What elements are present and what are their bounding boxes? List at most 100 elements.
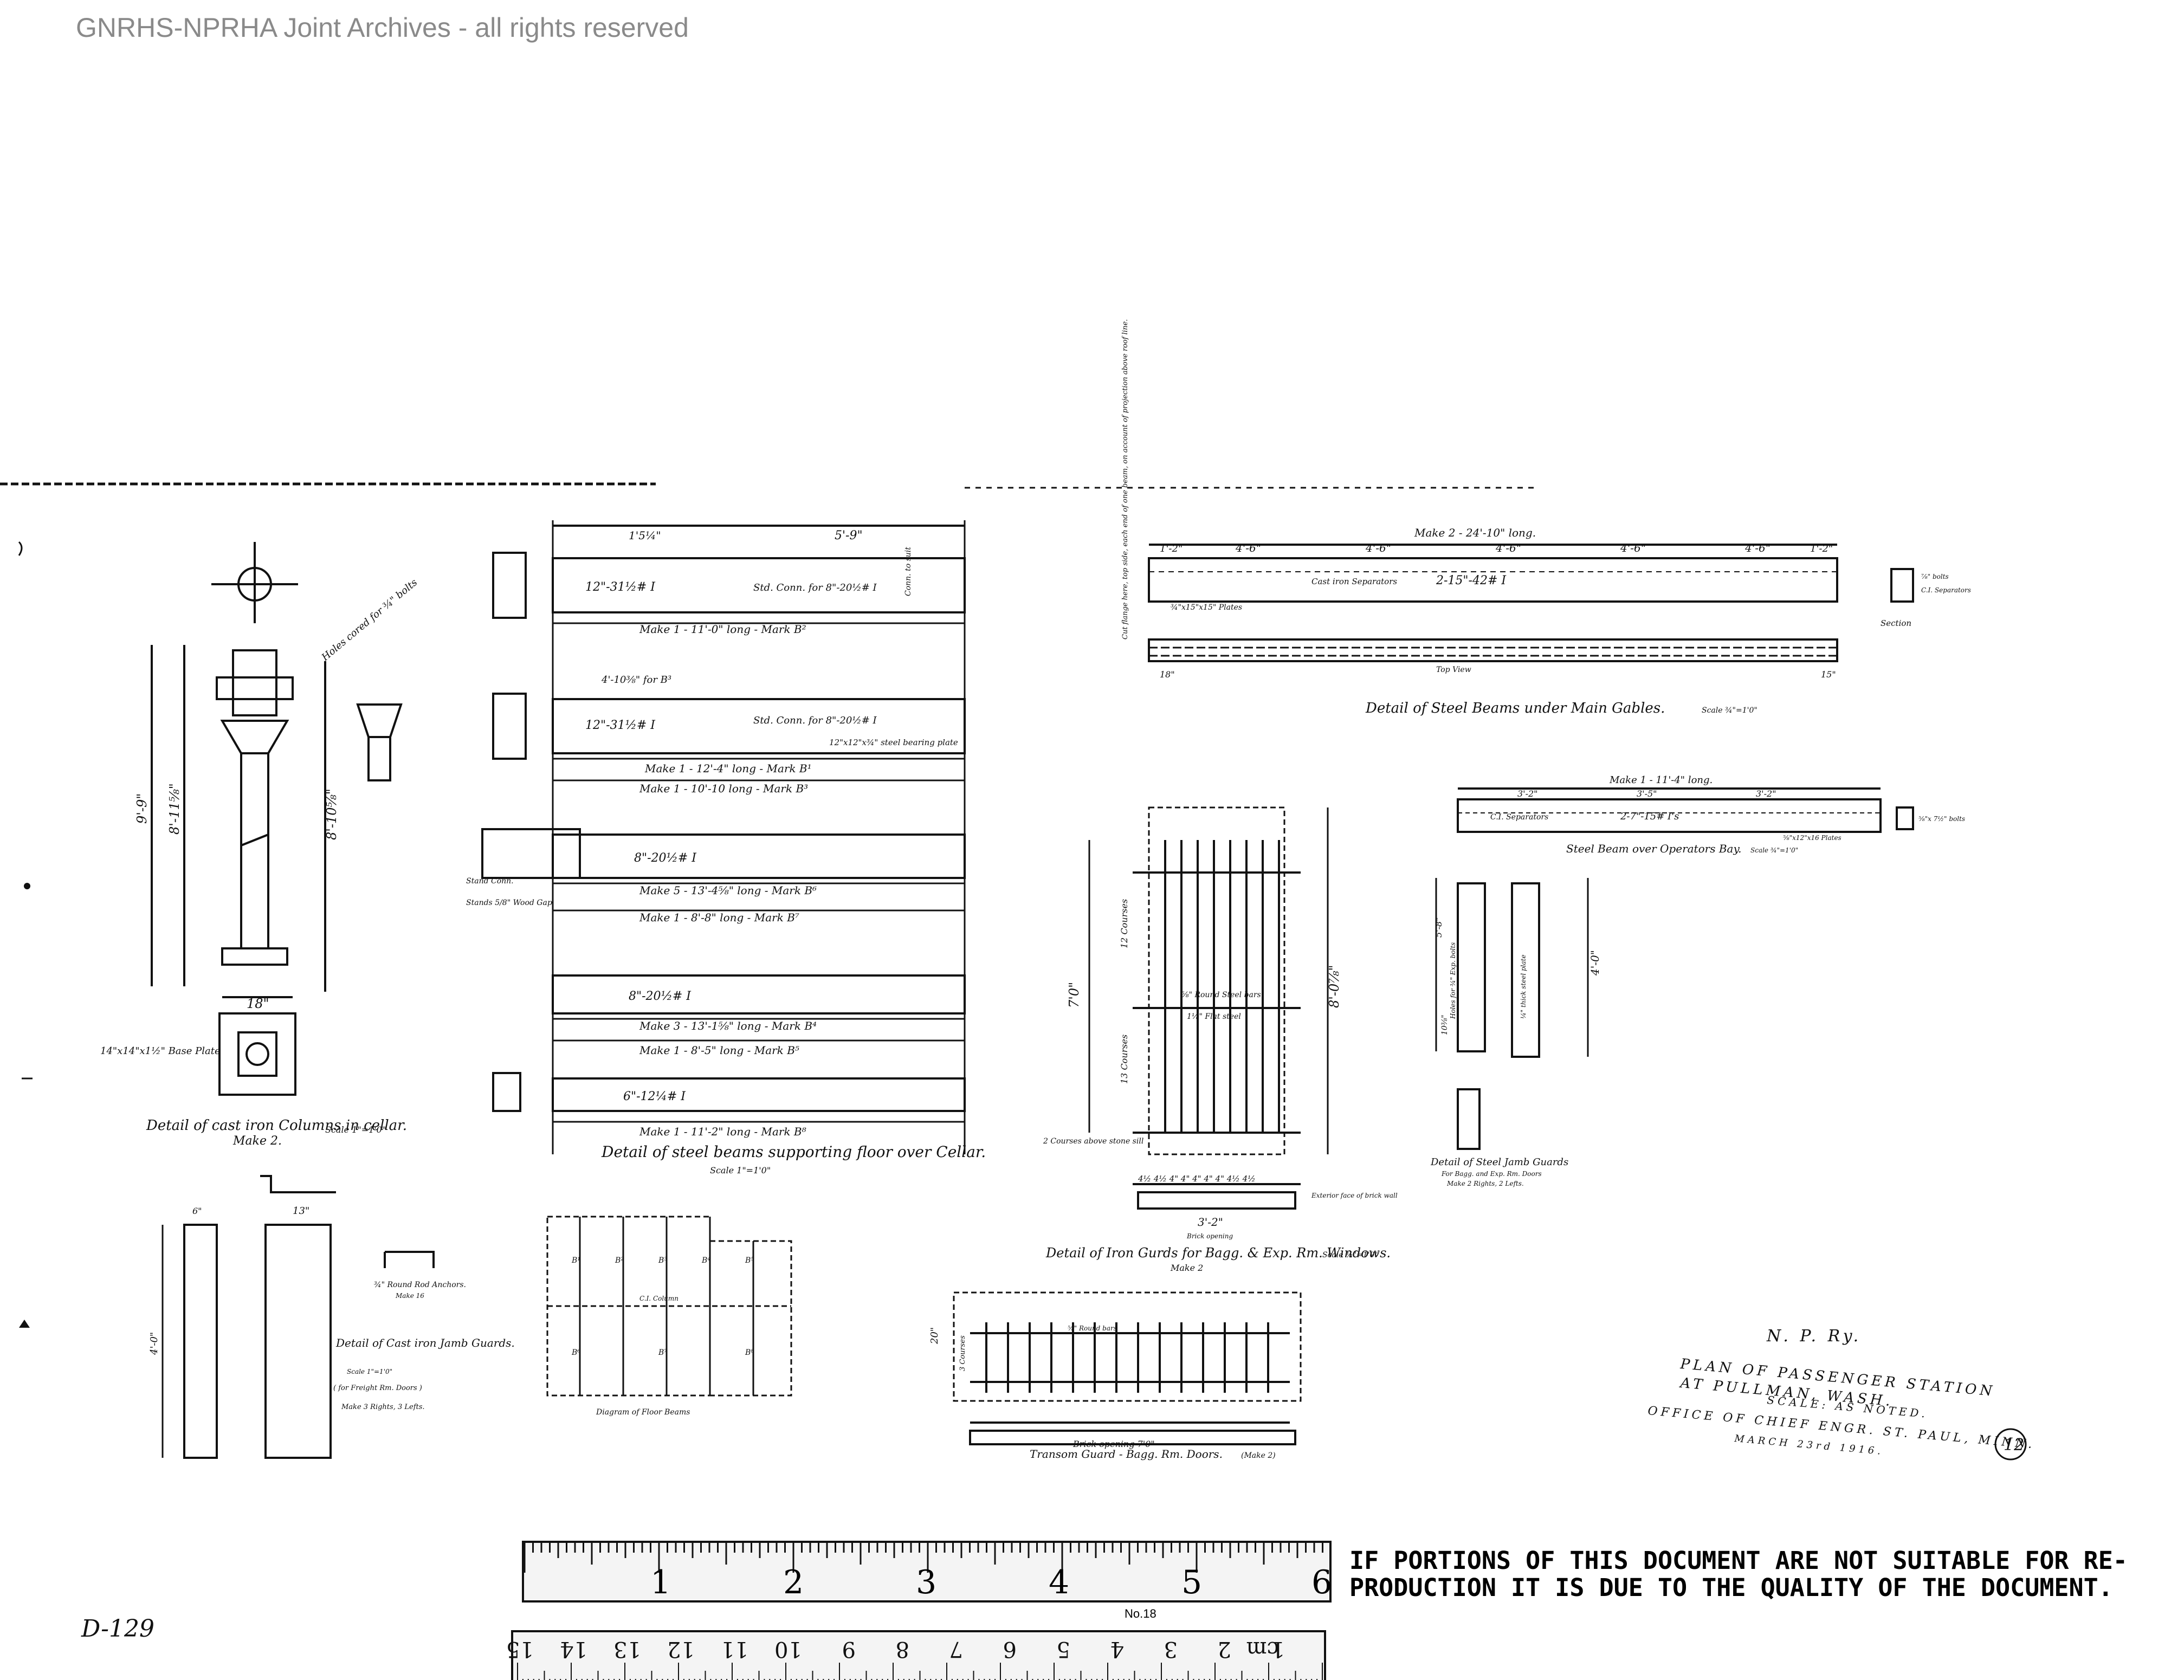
cast-jamb-scale: Scale 1"=1'0" xyxy=(347,1368,392,1375)
cast-jamb-anchors-make: Make 16 xyxy=(395,1292,424,1300)
cast-jamb-guards-drawing xyxy=(161,1175,435,1459)
cast-jamb-dim-2: 13" xyxy=(293,1205,309,1217)
cast-jamb-sub: ( for Freight Rm. Doors ) xyxy=(333,1384,422,1392)
operators-bay-section: 2-7"-15# I's xyxy=(1620,811,1679,822)
iron-guards-height-2: 8'-0⅞" xyxy=(1327,965,1342,1008)
iron-guards-courses-2: 13 Courses xyxy=(1119,1035,1129,1084)
cast-jamb-dim-3: 4'-0" xyxy=(148,1332,160,1355)
iron-guards-height-1: 7'0" xyxy=(1067,982,1082,1008)
main-gables-drawing xyxy=(1148,544,1914,662)
steel-jamb-dim-1: 4'-0" xyxy=(1588,950,1601,976)
beam2-make1: Make 1 - 12'-4" long - Mark B¹ xyxy=(644,762,812,775)
operators-bay-separators: C.I. Separators xyxy=(1490,813,1548,822)
main-gables-top-view: Top View xyxy=(1436,665,1471,674)
beam2-dims: 4'-10⅜" for B³ xyxy=(601,674,671,686)
iron-guards-spacing: 4½ 4½ 4" 4" 4" 4" 4" 4½ 4½ xyxy=(1138,1174,1256,1184)
cm-label: 6 xyxy=(1003,1637,1017,1662)
columns-holes-note: Holes cored for ¾" bolts xyxy=(319,577,419,663)
main-gables-scale: Scale ¾"=1'0" xyxy=(1702,706,1757,715)
iron-guards-courses-1: 12 Courses xyxy=(1119,899,1129,948)
beam2-conn: Std. Conn. for 8"-20½# I xyxy=(753,715,877,726)
notice-line-2: PRODUCTION IT IS DUE TO THE QUALITY OF T… xyxy=(1349,1573,2113,1602)
floor-diagram-mark-3: B³ xyxy=(658,1256,667,1265)
main-gables-end-2: 15" xyxy=(1821,669,1836,680)
operators-bay-spacing-2: 3'-5" xyxy=(1637,789,1657,799)
main-gables-ci-sep: C.I. Separators xyxy=(1921,586,1971,594)
cm-label: 13 xyxy=(613,1637,641,1662)
floor-diagram-mark-6: B⁶ xyxy=(571,1348,580,1357)
columns-height-2: 8'-11⅝" xyxy=(167,783,182,835)
transom-title: Transom Guard - Bagg. Rm. Doors. xyxy=(1030,1448,1223,1461)
columns-scale: Scale 1"=1'0" xyxy=(325,1125,386,1135)
iron-guards-angle: 1⅛" Flat steel xyxy=(1187,1012,1241,1021)
beam5-make: Make 1 - 11'-2" long - Mark B⁸ xyxy=(639,1125,806,1138)
iron-guards-make: Make 2 xyxy=(1170,1263,1203,1273)
sheet-id: D-129 xyxy=(81,1615,154,1643)
beam1-make: Make 1 - 11'-0" long - Mark B² xyxy=(639,623,806,636)
beam4-make1: Make 3 - 13'-1⅝" long - Mark B⁴ xyxy=(639,1019,817,1032)
beam4-make2: Make 1 - 8'-5" long - Mark B⁵ xyxy=(639,1044,799,1057)
notice-line-1: IF PORTIONS OF THIS DOCUMENT ARE NOT SUI… xyxy=(1349,1546,2128,1575)
inch-label-1: 1 xyxy=(650,1563,671,1601)
cm-label: 4 xyxy=(1110,1637,1124,1662)
columns-title: Detail of cast iron Columns in cellar. xyxy=(146,1117,407,1134)
cm-label: 10 xyxy=(774,1637,802,1662)
reproduction-notice: IF PORTIONS OF THIS DOCUMENT ARE NOT SUI… xyxy=(1349,1547,2128,1601)
floor-beams-title: Detail of steel beams supporting floor o… xyxy=(601,1143,986,1161)
main-gables-side-note: Cut flange here, top side, each end of o… xyxy=(1121,319,1129,639)
beam2-make2: Make 1 - 10'-10 long - Mark B³ xyxy=(639,782,808,795)
beam1-section: 12"-31½# I xyxy=(585,580,656,594)
cm-label: 12 xyxy=(667,1637,695,1662)
beam3-note-1: Stand Conn. xyxy=(466,877,514,886)
ruler-maker: No.18 xyxy=(1125,1607,1156,1620)
operators-bay-make: Make 1 - 11'-4" long. xyxy=(1609,774,1713,786)
operators-bay-spacing-3: 3'-2" xyxy=(1756,789,1776,799)
steel-jamb-sub2: Make 2 Rights, 2 Lefts. xyxy=(1446,1180,1524,1187)
cm-label: 8 xyxy=(896,1637,909,1662)
cast-jamb-title: Detail of Cast iron Jamb Guards. xyxy=(335,1336,515,1349)
steel-jamb-sub1: For Bagg. and Exp. Rm. Doors xyxy=(1441,1170,1542,1178)
floor-diagram-title: Diagram of Floor Beams xyxy=(596,1408,690,1417)
columns-height-3: 8'-10⅝" xyxy=(324,789,339,840)
floor-diagram-mark-4: B⁴ xyxy=(701,1256,710,1265)
sheet-number-circle xyxy=(1994,1428,2027,1461)
steel-jamb-note: Holes for ¾" Exp. bolts xyxy=(1449,942,1457,1019)
title-railway: N. P. Ry. xyxy=(1766,1327,1862,1346)
cm-label: 15 xyxy=(506,1637,534,1662)
iron-guards-scale: Scale ¾"=1'0" xyxy=(1322,1251,1378,1259)
floor-diagram-mark-1: B¹ xyxy=(571,1256,580,1265)
columns-base-plate: 14"x14"x1½" Base Plate xyxy=(100,1045,221,1057)
beam3-note-2: Stands 5/8" Wood Gap xyxy=(466,899,552,907)
floor-beams-top-dim-1: 1'5¼" xyxy=(629,529,661,542)
main-gables-section-note: Section xyxy=(1881,618,1911,628)
cm-label: 14 xyxy=(560,1637,587,1662)
operators-bay-scale: Scale ¾"=1'0" xyxy=(1750,847,1798,854)
beam1-note: Conn. to suit xyxy=(904,547,913,596)
gable-spacing-7: 1'-2" xyxy=(1810,543,1833,554)
beam3-section: 8"-20½# I xyxy=(634,851,697,865)
iron-guards-ext-face: Exterior face of brick wall xyxy=(1311,1192,1398,1199)
steel-jamb-dim-3: 10⅜" xyxy=(1440,1015,1449,1035)
cast-jamb-dim-1: 6" xyxy=(192,1206,202,1216)
operators-bay-title: Steel Beam over Operators Bay. xyxy=(1566,842,1741,855)
beam3-make2: Make 1 - 8'-8" long - Mark B⁷ xyxy=(639,911,799,924)
inch-label-6: 6 xyxy=(1311,1563,1332,1601)
transom-guard-drawing xyxy=(953,1291,1302,1445)
gable-spacing-2: 4'-6" xyxy=(1235,541,1261,554)
transom-bars: ⅝" Round bars xyxy=(1068,1324,1117,1332)
beam5-section: 6"-12¼# I xyxy=(623,1090,686,1103)
columns-width-dim: 18" xyxy=(247,996,269,1011)
cm-label: 11 xyxy=(721,1637,748,1662)
sheet-number: 12 xyxy=(2004,1436,2024,1455)
operators-bay-drawing xyxy=(1457,787,1914,833)
gable-spacing-4: 4'-6" xyxy=(1495,541,1521,554)
transom-height: 20" xyxy=(929,1327,940,1345)
main-gables-make: Make 2 - 24'-10" long. xyxy=(1414,526,1536,539)
floor-beams-scale: Scale 1"=1'0" xyxy=(710,1165,771,1175)
cm-label: 5 xyxy=(1057,1637,1070,1662)
inch-label-2: 2 xyxy=(783,1563,804,1601)
floor-diagram-mark-7: B⁷ xyxy=(658,1348,667,1357)
inch-label-3: 3 xyxy=(916,1563,936,1601)
